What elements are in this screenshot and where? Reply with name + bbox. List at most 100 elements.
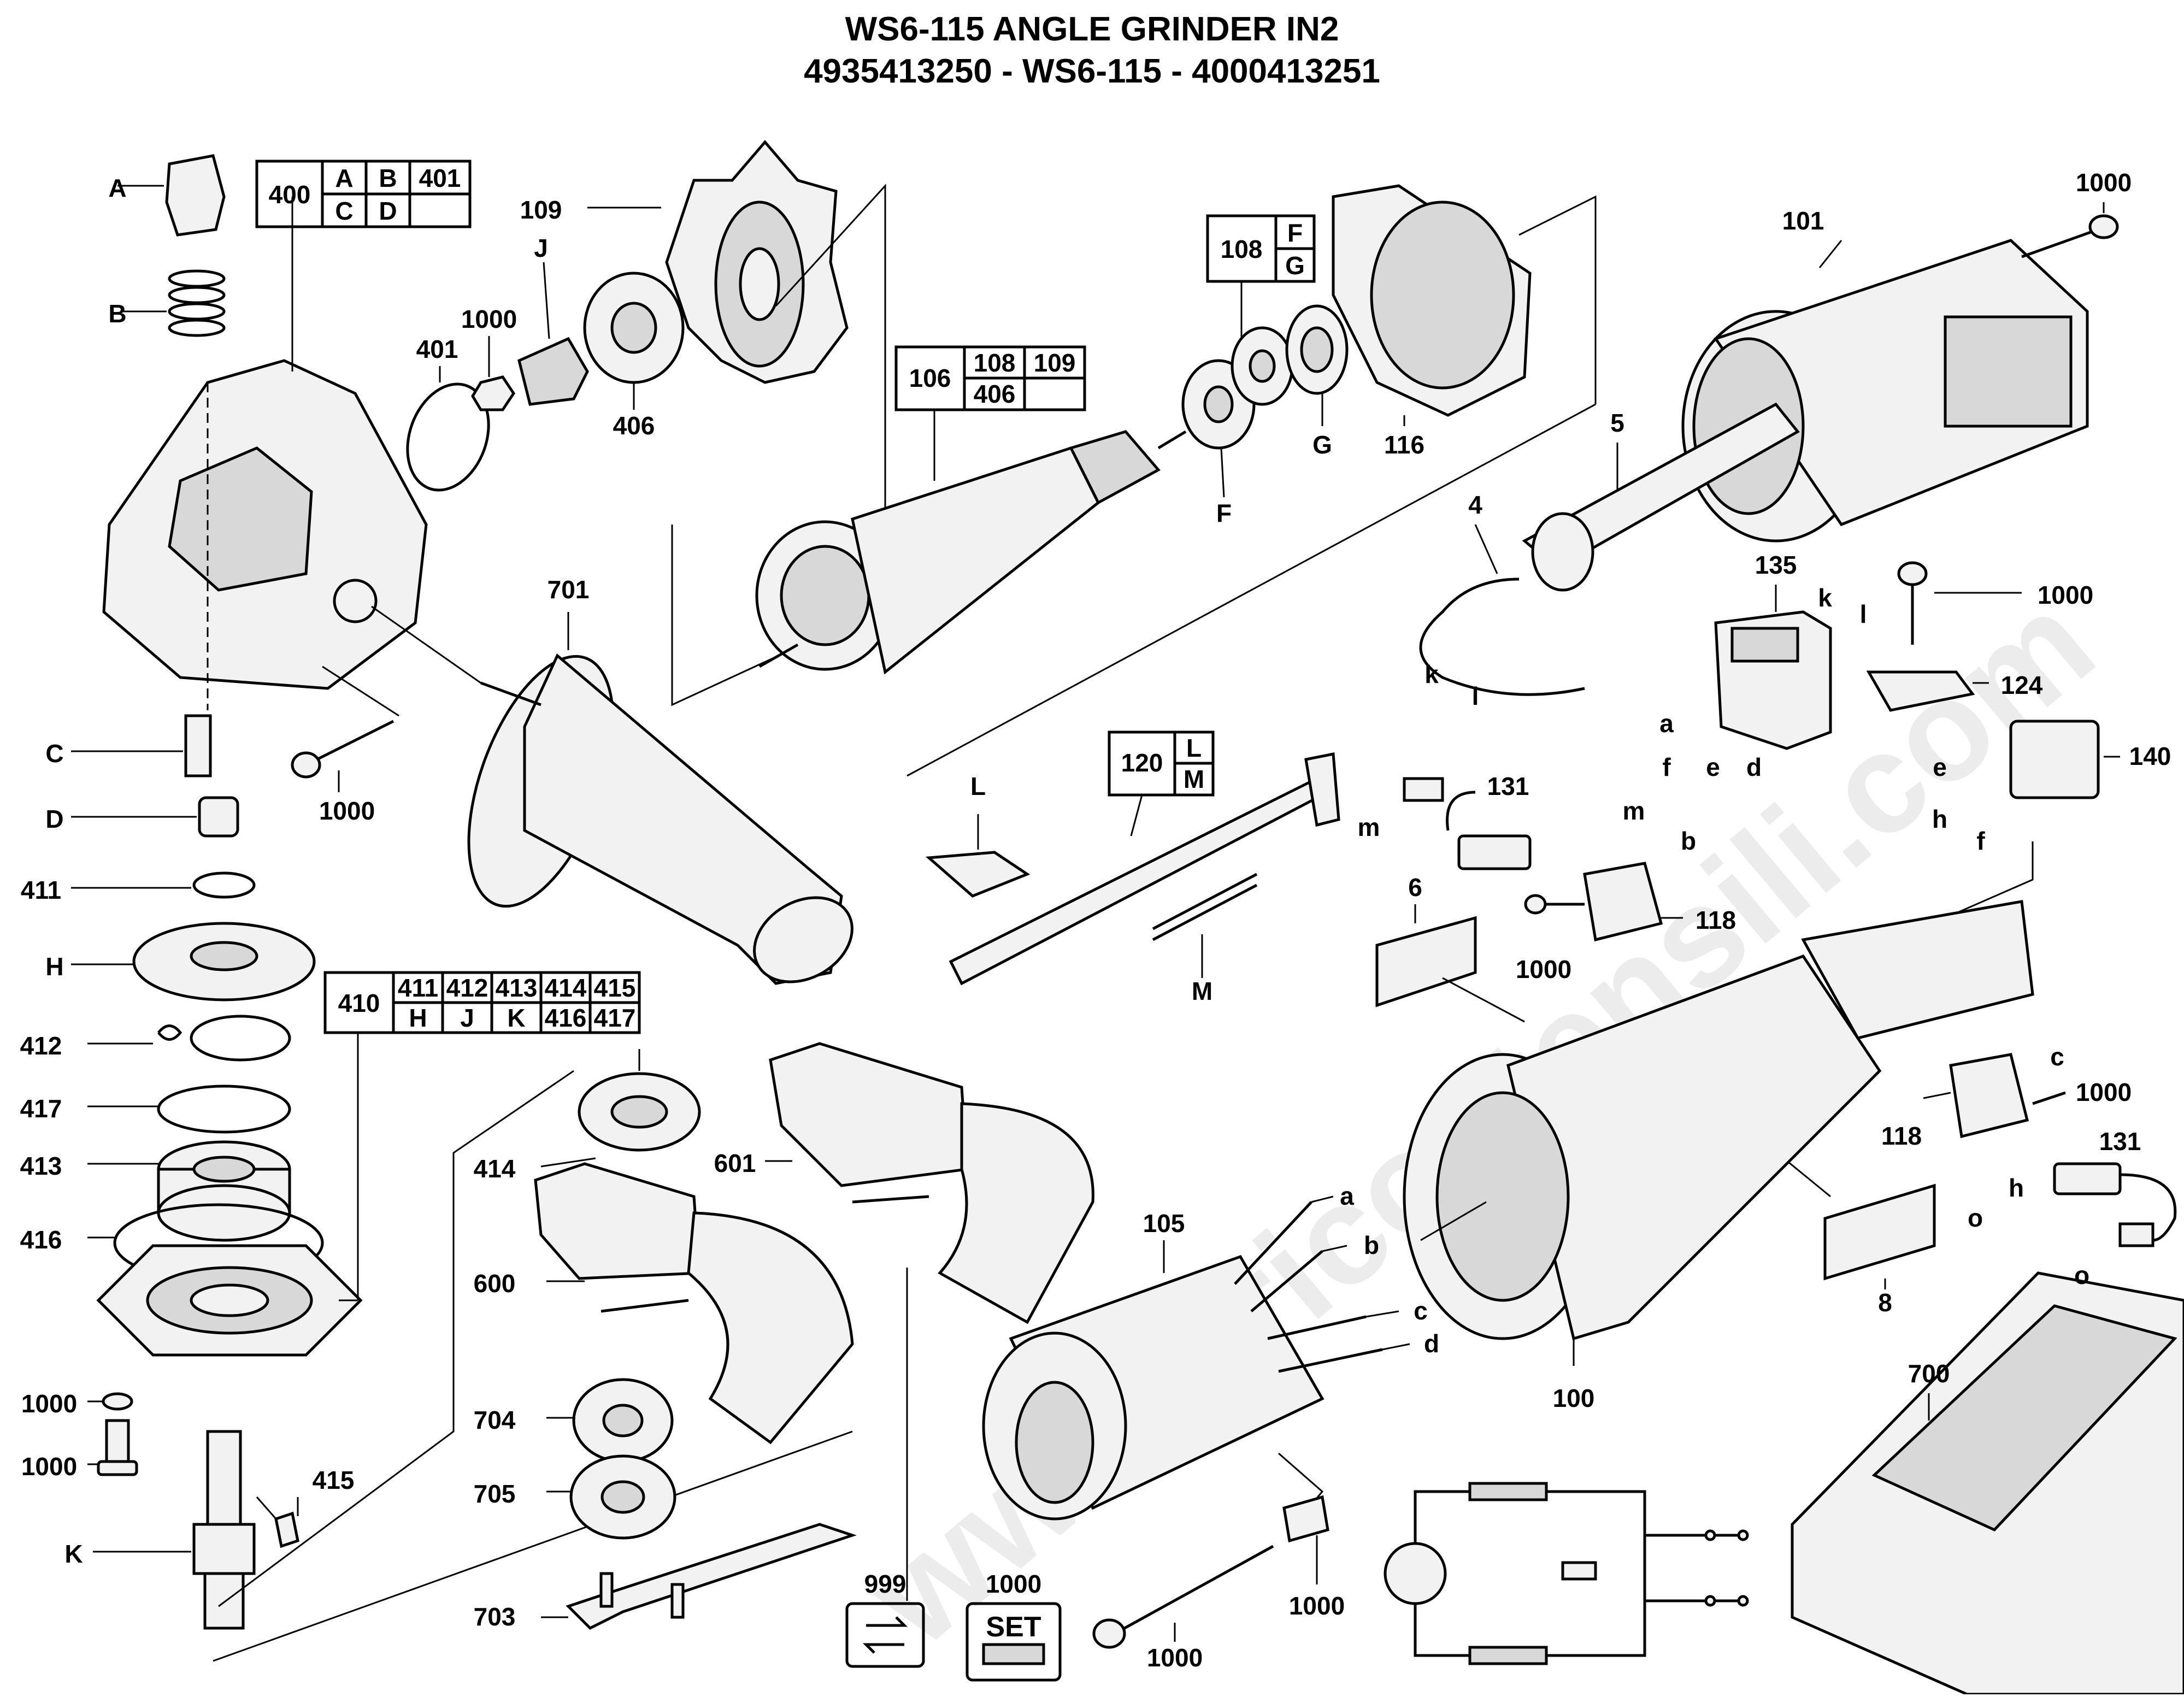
label-a: a [1659,709,1674,738]
label-701: 701 [548,575,590,604]
label-l: l [1860,600,1867,628]
ref-106-cell: 406 [974,380,1016,408]
part-screw-1000 [87,1419,138,1476]
ref-table-410: 410 411 412 413 414 415 H J K 416 417 [323,971,641,1301]
ref-410-cell: 415 [594,974,636,1002]
part-armature-106 [755,430,1187,675]
part-clip-412 [87,1015,291,1062]
label-a: a [1340,1182,1354,1210]
part-nut-1000 [471,336,516,411]
part-gear-housing-400 [102,197,428,710]
label-1000: 1000 [319,797,375,825]
icon-set-box [966,1602,1062,1682]
ref-table-106: 106 108 109 406 [894,345,1086,481]
label-1000: 1000 [986,1570,1041,1598]
label-414: 414 [474,1154,516,1183]
part-button-L [925,814,1031,898]
label-100: 100 [1553,1384,1595,1412]
label-o: o [1968,1204,1983,1232]
part-bearing-413 [87,1140,291,1242]
part-fan-109 [587,140,849,384]
label-705: 705 [474,1480,516,1508]
ref-410-cell: H [409,1004,427,1032]
ref-410-main: 410 [338,989,380,1017]
label-101: 101 [1782,207,1824,235]
label-h: h [2009,1174,2024,1202]
diagram-subtitle: 4935413250 - WS6-115 - 4000413251 [804,52,1380,90]
part-sleeve-5 [1522,402,1800,592]
ref-120-main: 120 [1121,749,1163,777]
part-pin-C [71,714,212,777]
label-999: 999 [864,1570,906,1598]
ref-410-cell: 412 [446,974,488,1002]
label-B: B [108,299,126,328]
part-washer-1000 [87,1392,133,1411]
label-C: C [45,739,63,768]
part-main-housing-100 [1403,900,2034,1366]
label-set: SET [986,1611,1041,1643]
wiring-schematic [1384,1482,1749,1665]
label-703: 703 [474,1602,516,1631]
part-spindle-K [93,1430,299,1630]
ref-410-cell: 414 [545,974,587,1002]
part-clamp-124 [1866,670,1989,712]
label-c: c [2050,1042,2064,1071]
label-131: 131 [1487,772,1529,800]
label-M: M [1192,977,1212,1005]
part-label-8 [1770,1146,1936,1289]
label-704: 704 [474,1406,516,1434]
label-b: b [1364,1231,1379,1259]
label-1000: 1000 [21,1389,77,1418]
part-screw-1000-holder [1524,894,1585,915]
labels: A B C D 411 H 412 417 413 416 1000 1000 … [20,168,2171,1672]
ref-120-cell: M [1184,765,1204,793]
label-700: 700 [1908,1359,1950,1388]
label-J: J [534,234,548,262]
label-1000: 1000 [2076,1078,2132,1106]
label-k: k [1424,660,1439,688]
label-o: o [2074,1261,2089,1289]
ref-108-cell: F [1287,219,1303,247]
label-413: 413 [20,1152,62,1180]
leader-spanner-box [213,1430,853,1662]
label-5: 5 [1610,409,1624,437]
label-1000: 1000 [1147,1643,1203,1672]
label-600: 600 [474,1269,516,1298]
ref-table-120: 120 L M [1108,730,1215,836]
part-spanner-703 [541,1523,857,1630]
ref-table-108: 108 F G [1206,214,1316,355]
ref-table-400: 400 A B 401 C D [255,160,472,228]
label-c: c [1414,1297,1428,1325]
label-D: D [45,805,63,833]
part-screw-1000-switch [1897,561,2022,645]
ref-400-cell: 401 [419,164,461,192]
label-f: f [1662,753,1671,781]
part-bushing-D [71,796,239,838]
part-spring-B [120,269,226,337]
label-8: 8 [1878,1288,1892,1317]
label-b: b [1681,827,1696,855]
diagram-title: WS6-115 ANGLE GRINDER IN2 [845,10,1339,48]
part-bearing-108 [1231,326,1294,406]
label-109: 109 [520,196,562,224]
label-116: 116 [1384,431,1424,459]
label-d: d [1424,1329,1439,1358]
part-carry-case-700 [1791,1271,2184,1696]
part-baffle-116 [1332,184,1597,426]
part-screw-1000-housing [291,665,399,792]
label-1000: 1000 [1289,1592,1345,1620]
ref-400-main: 400 [269,180,311,209]
label-124: 124 [2001,671,2043,699]
label-1000: 1000 [461,305,517,333]
ref-108-main: 108 [1221,235,1263,263]
ref-410-cell: 417 [594,1004,636,1032]
label-6: 6 [1408,873,1422,901]
part-capacitor-140 [1945,720,2120,919]
label-135: 135 [1755,551,1797,579]
part-screw-1000-long [1092,1545,1274,1649]
part-spring-M [1152,873,1258,978]
label-118: 118 [1881,1122,1922,1150]
label-140: 140 [2129,742,2171,770]
label-H: H [45,952,63,981]
